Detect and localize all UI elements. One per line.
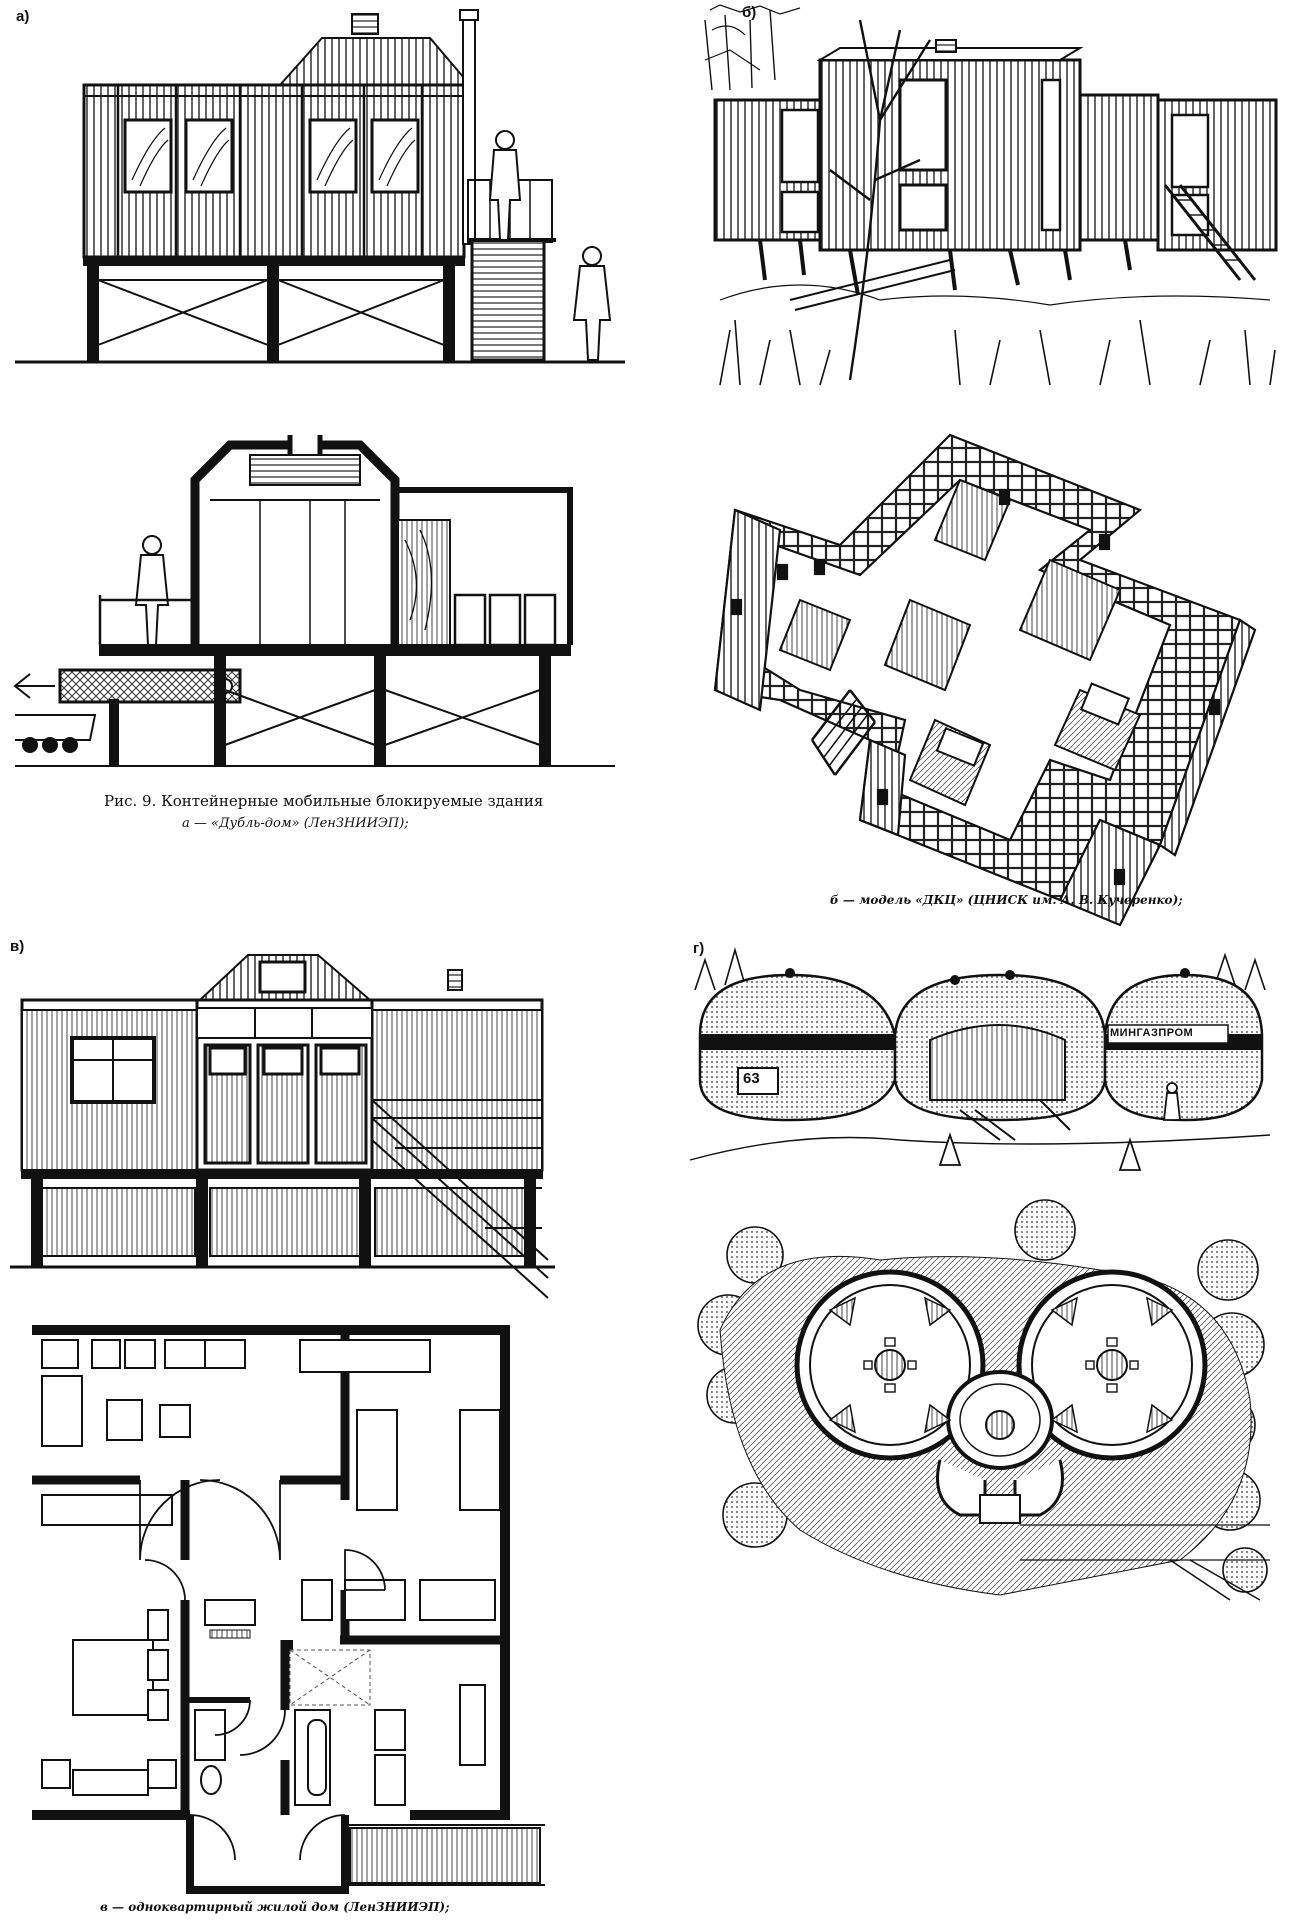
panel-a-elevation: [15, 9, 625, 364]
panel-a-section: [13, 435, 615, 767]
panel-label-a: а): [16, 8, 30, 25]
panel-g-domes: [689, 947, 1271, 1171]
panel-label-b: б): [742, 4, 757, 21]
panel-v-elevation: [10, 954, 555, 1299]
figure-title: Рис. 9. Контейнерные мобильные блокируем…: [104, 792, 544, 810]
panel-v-plan: [32, 1325, 545, 1894]
pod-sign-text: МИНГАЗПРОМ: [1110, 1027, 1194, 1039]
caption-a: а — «Дубль-дом» (ЛенЗНИИЭП);: [182, 816, 409, 831]
panel-label-v: в): [10, 938, 25, 955]
panel-b-axonometric: [713, 433, 1257, 927]
panel-g-plan: [697, 1199, 1270, 1601]
caption-b: б — модель «ДКЦ» (ЦНИСК им. А. В. Кучере…: [830, 893, 1183, 907]
panel-label-g: г): [693, 940, 705, 957]
panel-b-sketch: [704, 4, 1278, 386]
caption-v: в — одноквартирный жилой дом (ЛенЗНИИЭП)…: [100, 1900, 450, 1914]
pod-number-text: 63: [743, 1070, 760, 1087]
